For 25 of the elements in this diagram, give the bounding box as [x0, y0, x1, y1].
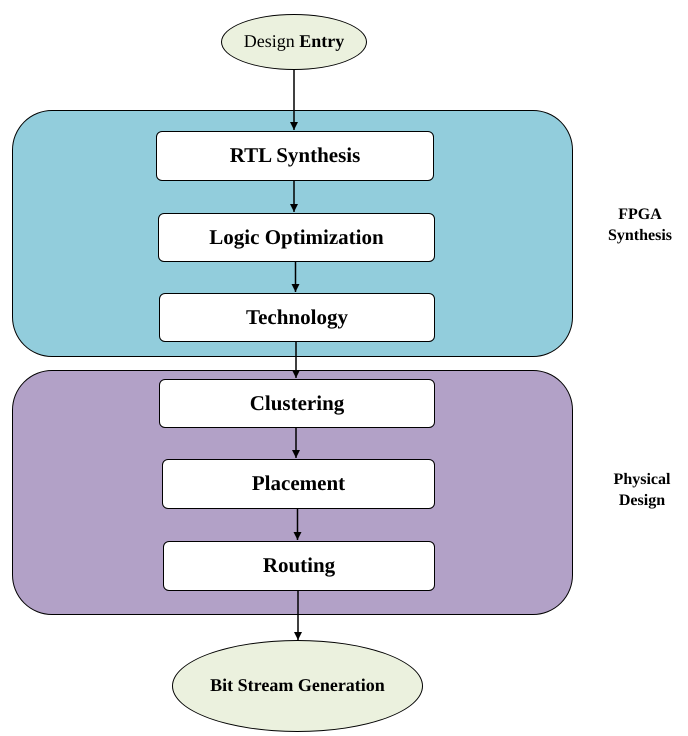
- arrow: [290, 70, 298, 130]
- stage-label: Physical Design: [612, 470, 672, 511]
- process-box: [162, 459, 435, 509]
- arrow: [294, 508, 302, 540]
- node-label: Design Entry: [242, 32, 346, 52]
- arrow: [292, 427, 300, 458]
- node-label: Technology: [245, 306, 349, 330]
- node-label: Clustering: [248, 392, 346, 416]
- arrow: [294, 590, 302, 640]
- process-box: [159, 379, 435, 428]
- node-label: Bit Stream Generation: [209, 676, 386, 696]
- node-label: RTL Synthesis: [228, 144, 362, 168]
- stage-panel: [12, 110, 573, 357]
- node-label: Routing: [262, 554, 336, 578]
- stage-panel: [12, 370, 573, 615]
- process-box: [158, 213, 435, 262]
- process-box: [163, 541, 435, 591]
- node-label: Logic Optimization: [208, 226, 385, 250]
- arrow: [292, 261, 300, 292]
- arrow: [292, 341, 300, 378]
- stage-label: FPGA Synthesis: [606, 205, 674, 246]
- process-box: [159, 293, 435, 342]
- node-label: Placement: [250, 472, 346, 496]
- arrow: [290, 180, 298, 212]
- process-box: [156, 131, 434, 181]
